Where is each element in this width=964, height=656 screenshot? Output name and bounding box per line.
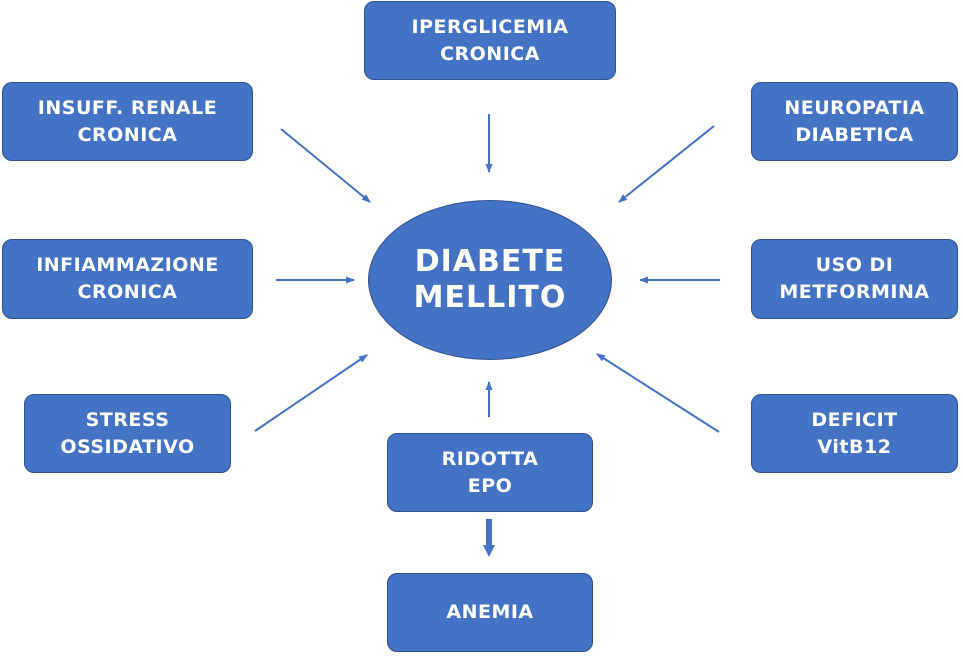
arrow-neuropatia-to-diabete [618,125,715,203]
arrow-stress-to-diabete [254,354,368,432]
node-anemia: ANEMIA [387,573,593,652]
node-label-line2: VitB12 [817,435,892,458]
node-label-line2: DIABETICA [795,123,914,146]
arrow-deficit-to-diabete [596,353,720,433]
node-label-line1: IPERGLICEMIA [411,15,569,38]
node-label-line2: METFORMINA [779,281,930,303]
center-label-line2: MELLITO [413,280,567,315]
node-infiammazione-cronica: INFIAMMAZIONE CRONICA [2,239,253,319]
node-label-line1: NEUROPATIA [784,96,925,119]
node-diabete-mellito: DIABETE MELLITO [368,200,612,360]
node-label-line2: CRONICA [77,281,178,303]
node-label: ANEMIA [446,601,534,623]
node-label-line2: OSSIDATIVO [60,435,195,458]
node-label-line1: USO DI [815,254,894,276]
arrow-insuff-renale-to-diabete [280,128,371,203]
node-label-line1: INSUFF. RENALE [37,96,218,119]
node-label-line1: RIDOTTA [441,447,539,470]
center-label-line1: DIABETE [414,244,566,279]
node-uso-di-metformina: USO DI METFORMINA [751,239,958,319]
node-label-line2: CRONICA [440,42,540,65]
node-deficit-vitb12: DEFICIT VitB12 [751,394,958,473]
node-ridotta-epo: RIDOTTA EPO [387,433,593,512]
node-insuff-renale-cronica: INSUFF. RENALE CRONICA [2,82,253,161]
node-label-line1: INFIAMMAZIONE [36,254,219,276]
node-stress-ossidativo: STRESS OSSIDATIVO [24,394,231,473]
node-label-line1: STRESS [85,408,170,431]
node-label-line2: CRONICA [77,123,178,146]
node-label-line2: EPO [467,474,513,497]
node-label-line1: DEFICIT [811,408,898,431]
node-iperglicemia-cronica: IPERGLICEMIA CRONICA [364,1,616,80]
node-neuropatia-diabetica: NEUROPATIA DIABETICA [751,82,958,161]
